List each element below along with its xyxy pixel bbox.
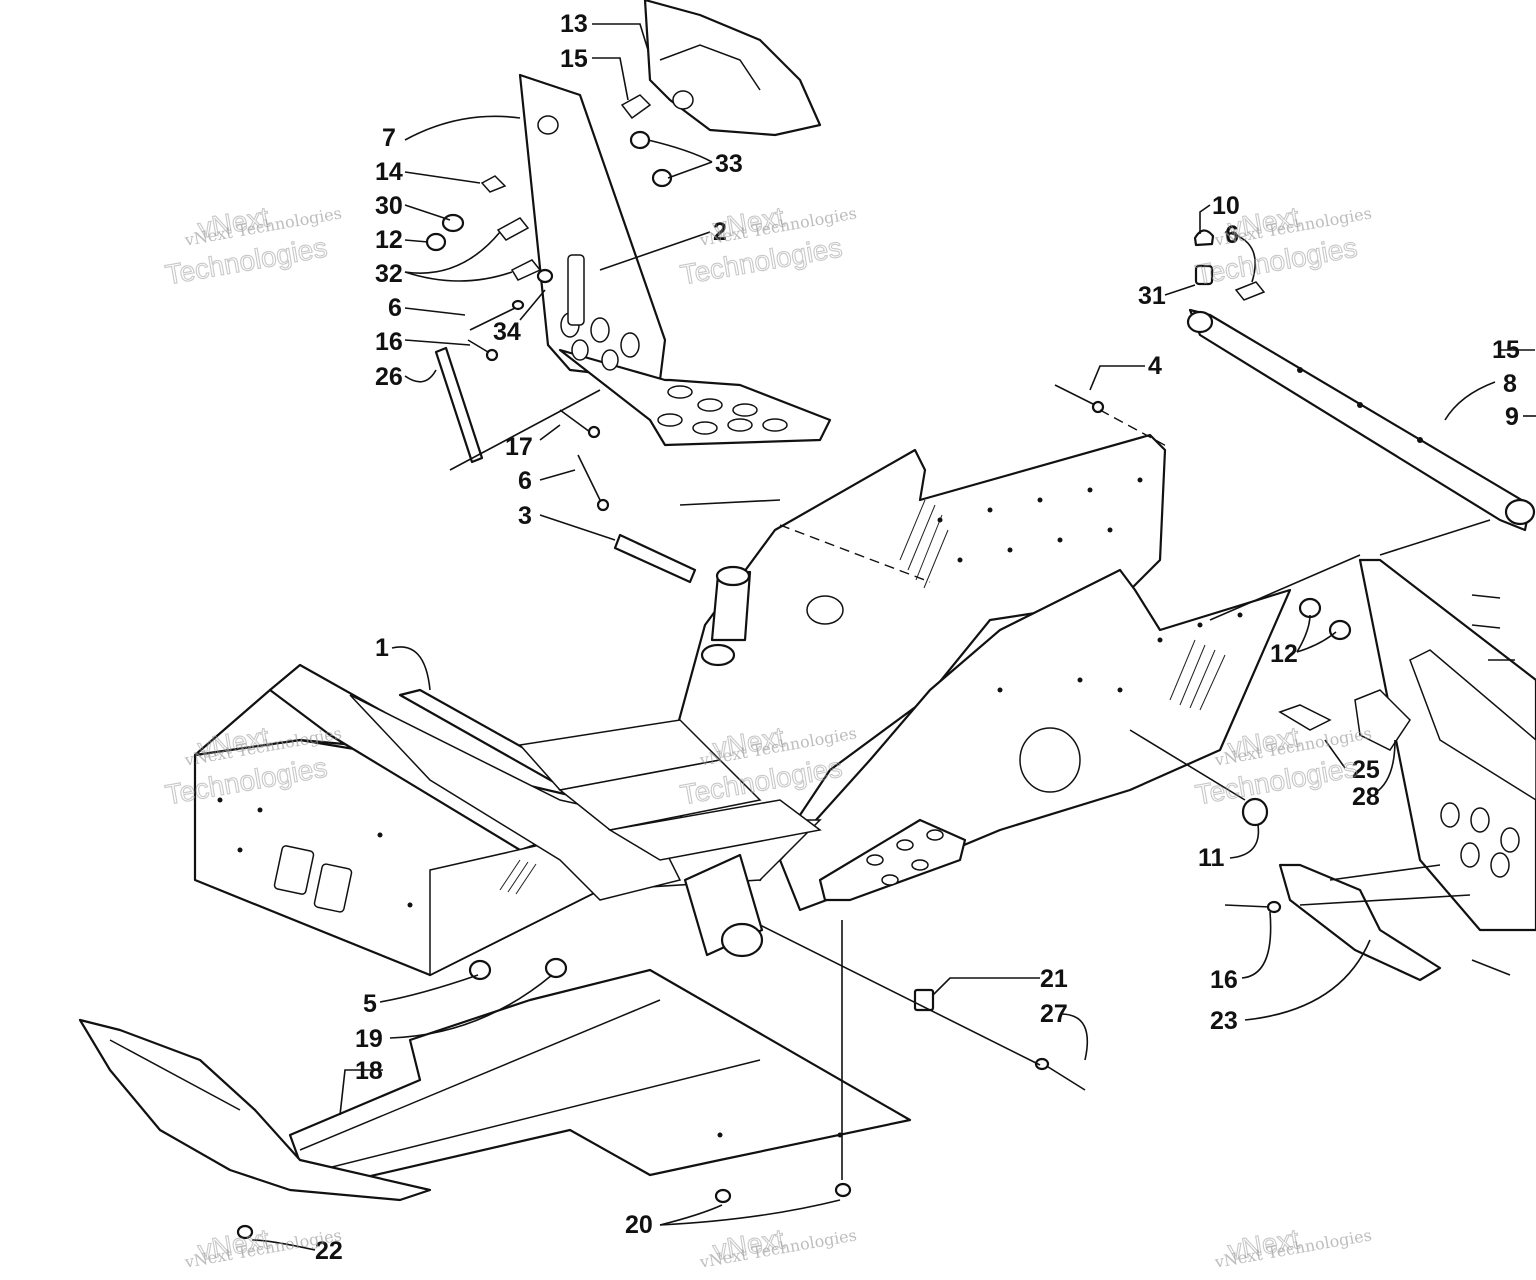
callout-5-right: 6 [1225,221,1239,249]
callout-28: 28 [1352,783,1380,811]
callout-22: 22 [315,1237,343,1265]
callout-13: 13 [560,10,588,38]
top-cover [643,0,822,137]
callout-25: 25 [1352,756,1380,784]
leader-lines [251,23,1536,1251]
hardware [236,94,1515,1240]
callout-6: 6 [388,294,402,322]
callout-labels: 13 15 7 14 30 12 32 6 16 26 34 33 2 17 6… [315,10,1520,1265]
callout-18: 18 [355,1057,383,1085]
callout-1: 1 [375,634,389,662]
callout-8: 8 [1503,370,1517,398]
callout-16: 16 [375,328,403,356]
callout-2: 2 [713,218,727,246]
front-skid [78,1018,432,1202]
callout-14: 14 [375,158,403,186]
callout-17: 17 [505,433,533,461]
belly-pan [288,968,912,1192]
callout-10: 10 [1212,192,1240,220]
main-frame [193,433,1292,977]
rod [434,346,484,464]
callout-19: 19 [355,1025,383,1053]
callout-32: 32 [375,260,403,288]
callout-27: 27 [1040,1000,1068,1028]
callout-3: 3 [518,502,532,530]
callout-4: 4 [1148,352,1162,380]
callout-34: 34 [493,318,521,346]
right-skid [1278,863,1442,982]
callout-26: 26 [375,363,403,391]
callout-30: 30 [375,192,403,220]
callout-16-right: 16 [1210,966,1238,994]
callout-5: 5 [363,990,377,1018]
frame-texture [217,477,1243,908]
callout-9: 9 [1505,403,1519,431]
callout-31: 31 [1138,282,1166,310]
steering-support [518,73,832,447]
callout-33: 33 [715,150,743,178]
callout-15-right: 15 [1492,336,1520,364]
callout-6-mid: 6 [518,467,532,495]
callout-15: 15 [560,45,588,73]
callout-12: 12 [375,226,403,254]
rear-bracket [1354,558,1536,932]
callout-12-right: 12 [1270,640,1298,668]
cross-shaft [1186,308,1536,532]
callout-7: 7 [382,124,396,152]
assembly-lines [449,389,1491,1180]
callout-11: 11 [1198,844,1225,872]
callout-23: 23 [1210,1007,1238,1035]
callout-21: 21 [1040,965,1068,993]
callout-20: 20 [625,1211,653,1239]
